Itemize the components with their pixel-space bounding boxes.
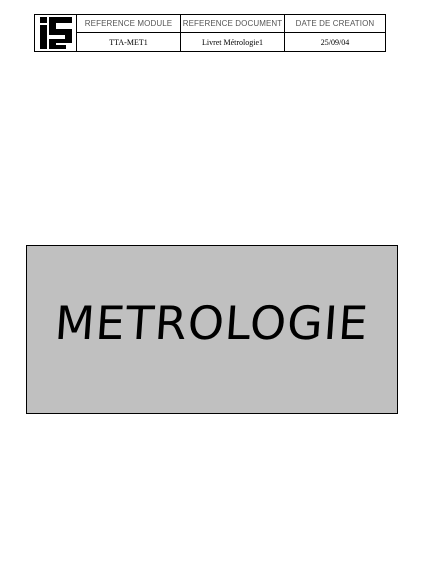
title-box: METROLOGIE bbox=[26, 245, 398, 414]
reference-document-value: Livret Métrologie1 bbox=[181, 33, 285, 51]
reference-document-label: REFERENCE DOCUMENT bbox=[181, 15, 285, 33]
document-header-table: REFERENCE MODULE REFERENCE DOCUMENT DATE… bbox=[34, 14, 386, 52]
creation-date-value: 25/09/04 bbox=[320, 37, 350, 47]
document-title: METROLOGIE bbox=[53, 295, 371, 350]
creation-date-label: DATE DE CREATION bbox=[285, 15, 385, 33]
isf-logo-icon bbox=[37, 15, 74, 51]
reference-module-label: REFERENCE MODULE bbox=[77, 15, 181, 33]
isf-logo bbox=[35, 15, 77, 51]
reference-module-value: TTA-MET1 bbox=[77, 33, 181, 51]
